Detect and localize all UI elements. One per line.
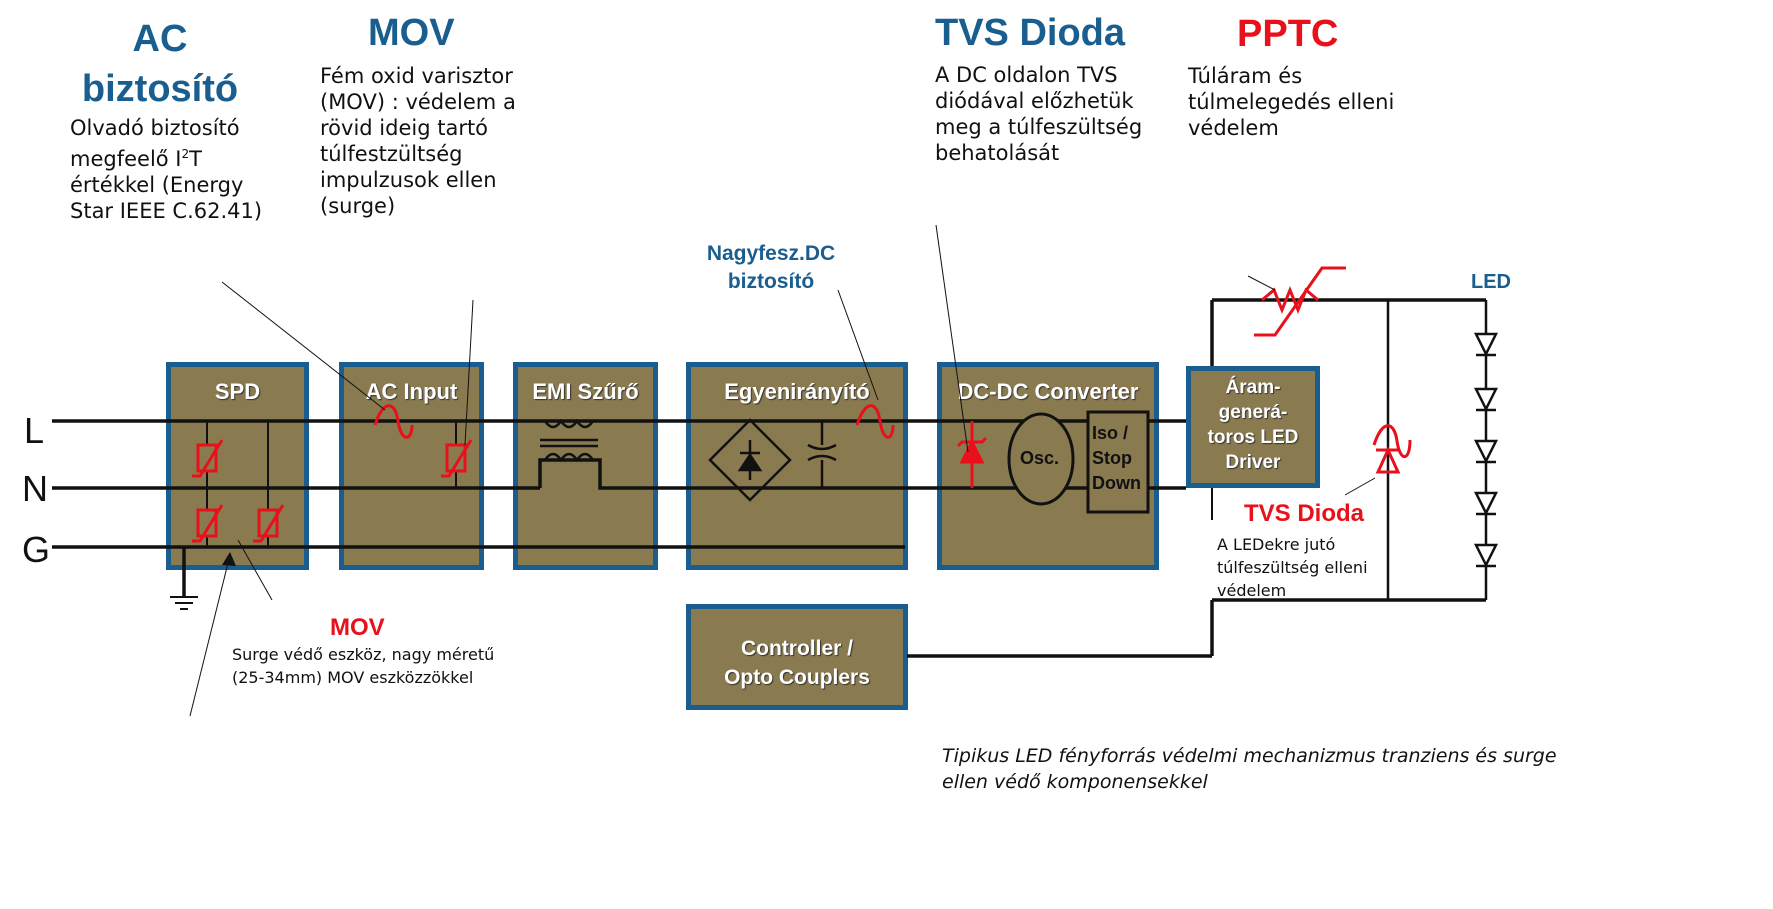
iso-line: Down [1092, 473, 1141, 493]
controller-block: Controller / Opto Couplers [686, 604, 908, 710]
bridge-rectifier-icon [708, 418, 792, 502]
tvs-led-title: TVS Dioda [1244, 500, 1365, 527]
line-n-label: N [22, 468, 48, 509]
line-n-wire-emi [538, 458, 1186, 490]
mov-top-desc-line: (surge) [320, 194, 396, 218]
ac-fuse-superscript: 2 [181, 147, 190, 161]
ac-fuse-description: Olvadó biztosító megfeelő I2T értékkel (… [70, 115, 300, 224]
mov-top-description: Fém oxid varisztor (MOV) : védelem a röv… [320, 63, 520, 219]
mov-top-desc-line: impulzusok ellen [320, 168, 497, 192]
dc-fuse-title-line1: Nagyfesz.DC [706, 242, 836, 265]
led-label: LED [1471, 271, 1511, 293]
emi-filter-block: EMI Szűrő [513, 362, 658, 570]
ac-fuse-desc-line: megfeelő I2T [70, 141, 300, 172]
spd-title: SPD [214, 379, 261, 404]
transformer-icon [540, 418, 598, 463]
mov-bottom-desc-line: Surge védő eszköz, nagy méretű [232, 645, 495, 664]
pptc-desc-line: védelem [1188, 116, 1279, 140]
ac-fuse-desc-part: T [189, 147, 202, 171]
led-driver-title-line: Driver [1225, 452, 1281, 473]
rectifier-title: Egyenirányító [724, 379, 870, 404]
line-g-label: G [22, 529, 51, 570]
led-driver-title-line: generá- [1218, 402, 1288, 423]
led-diodes [1473, 332, 1499, 568]
tvs-top-desc-line: behatolását [935, 141, 1060, 165]
mov-top-title: MOV [368, 12, 455, 54]
fuse-icon [373, 404, 1412, 459]
mov-top-desc-line: Fém oxid varisztor [320, 64, 513, 88]
mov-bottom-desc-line: (25-34mm) MOV eszközzökkel [232, 668, 474, 687]
controller-title-line: Opto Couplers [724, 666, 870, 689]
dc-fuse-title: Nagyfesz.DC biztosító [696, 240, 846, 296]
led-driver-title-line: toros LED [1207, 427, 1299, 448]
pptc-title: PPTC [1237, 13, 1339, 55]
ground-icon [170, 596, 198, 610]
tvs-led-diode-icon [1375, 446, 1401, 474]
tvs-top-description: A DC oldalon TVS diódával előzhetük meg … [935, 62, 1155, 166]
dc-fuse-title-line2: biztosító [727, 270, 815, 293]
mov-top-desc-line: (MOV) : védelem a [320, 90, 516, 114]
ac-input-title: AC Input [365, 379, 458, 404]
led-driver-title: Áram- generá- toros LED Driver [1191, 375, 1315, 475]
caption-line: Tipikus LED fényforrás védelmi mechanizm… [942, 745, 1557, 767]
pptc-description: Túláram és túlmelegedés elleni védelem [1188, 63, 1408, 141]
tvs-diode-icon [956, 421, 988, 488]
pointer-lines [189, 224, 1376, 717]
diagram-caption: Tipikus LED fényforrás védelmi mechanizm… [942, 743, 1562, 795]
tvs-top-desc-line: A DC oldalon TVS [935, 63, 1118, 87]
tvs-led-desc-line: védelem [1217, 581, 1287, 600]
emi-filter-title: EMI Szűrő [532, 379, 639, 404]
caption-line: ellen védő komponensekkel [942, 771, 1208, 793]
ac-fuse-title: AC biztosító [80, 14, 240, 114]
controller-title: Controller / Opto Couplers [691, 634, 903, 692]
tvs-top-title: TVS Dioda [935, 12, 1126, 54]
mov-varistor-icon [192, 439, 473, 543]
mov-top-desc-line: túlfestzültség [320, 142, 463, 166]
iso-stop-down-box [1086, 410, 1150, 514]
tvs-led-desc-line: A LEDekre jutó [1217, 535, 1336, 554]
mov-bottom-description: Surge védő eszköz, nagy méretű (25-34mm)… [232, 643, 552, 689]
led-driver-block: Áram- generá- toros LED Driver [1186, 366, 1320, 488]
ac-fuse-title-line1: AC [132, 18, 188, 60]
capacitor-icon [807, 421, 837, 488]
spd-internal-wiring [206, 421, 457, 547]
oscillator-label: Osc. [1020, 448, 1060, 468]
ac-fuse-desc-line: Olvadó biztosító [70, 116, 240, 140]
mov-top-desc-line: rövid ideig tartó [320, 116, 489, 140]
tvs-led-description: A LEDekre jutó túlfeszültség elleni véde… [1217, 533, 1417, 602]
pptc-desc-line: túlmelegedés elleni [1188, 90, 1395, 114]
arrow-icon [222, 552, 236, 566]
tvs-led-desc-line: túlfeszültség elleni [1217, 558, 1368, 577]
pptc-desc-line: Túláram és [1188, 64, 1303, 88]
tvs-top-desc-line: meg a túlfeszültség [935, 115, 1143, 139]
ac-fuse-title-line2: biztosító [81, 68, 239, 110]
mov-bottom-title: MOV [330, 614, 385, 641]
iso-line: Stop [1092, 448, 1132, 468]
rectifier-block: Egyenirányító [686, 362, 908, 570]
controller-title-line: Controller / [740, 637, 853, 660]
iso-line: Iso / [1092, 423, 1129, 443]
iso-stop-down-label: Iso / Stop Down [1092, 421, 1141, 496]
line-l-label: L [24, 410, 45, 451]
led-driver-title-line: Áram- [1225, 377, 1281, 398]
ac-fuse-desc-line: Star IEEE C.62.41) [70, 199, 263, 223]
ac-fuse-desc-line: értékkel (Energy [70, 173, 244, 197]
ac-fuse-desc-part: megfeelő I [70, 147, 182, 171]
tvs-top-desc-line: diódával előzhetük [935, 89, 1134, 113]
dcdc-converter-title: DC-DC Converter [957, 379, 1139, 404]
oscillator-icon [1007, 412, 1075, 506]
spd-block: SPD [166, 362, 309, 570]
